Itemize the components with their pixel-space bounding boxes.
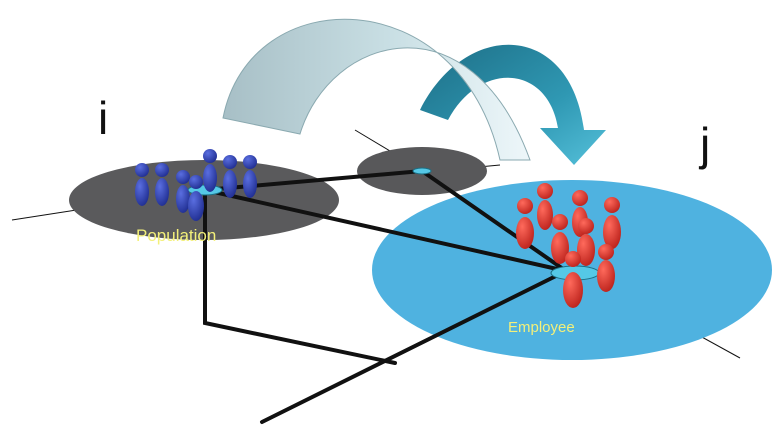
origin-node-label: i (98, 92, 108, 144)
person-blue-icon (203, 149, 217, 192)
destination-zone-label: Employee (508, 319, 575, 336)
flow-arrow-large (222, 18, 531, 161)
person-red-icon (537, 183, 553, 230)
person-blue-icon (223, 155, 237, 198)
person-blue-icon (135, 163, 149, 206)
employee-figures (516, 183, 621, 308)
person-blue-icon (176, 170, 190, 213)
destination-node-label: j (698, 118, 710, 170)
person-red-icon (597, 244, 615, 292)
person-blue-icon (188, 175, 204, 221)
person-red-icon (603, 197, 621, 249)
person-red-icon (577, 218, 595, 266)
origin-zone-label: Population (136, 226, 216, 245)
person-blue-icon (243, 155, 257, 198)
network-links (203, 169, 568, 424)
person-red-icon (516, 198, 534, 249)
population-figures (135, 149, 257, 221)
middle-centroid (412, 167, 432, 175)
person-red-icon (563, 251, 583, 308)
person-red-icon (551, 214, 569, 264)
person-blue-icon (155, 163, 169, 206)
